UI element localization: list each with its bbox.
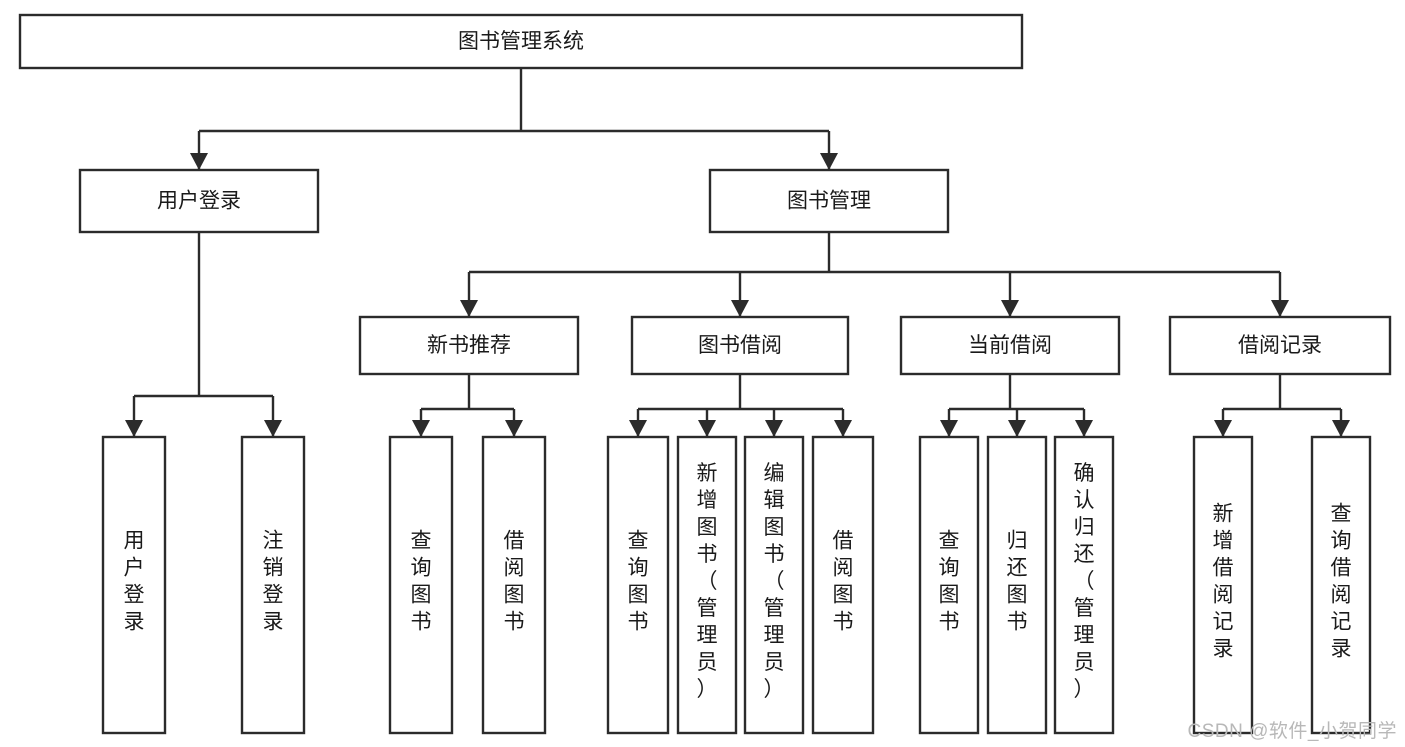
node-borrow-record-box[interactable] bbox=[1168, 315, 1392, 376]
arrow-head-icon bbox=[1214, 420, 1232, 437]
arrow-head-icon bbox=[460, 300, 478, 317]
arrow-head-icon bbox=[820, 153, 838, 170]
node-new-book-recommend-label: 新书推荐 bbox=[427, 334, 511, 357]
arrow-head-icon bbox=[505, 420, 523, 437]
node-leaf-query-book-1-box[interactable] bbox=[388, 435, 454, 735]
arrow-head-icon bbox=[264, 420, 282, 437]
arrow-head-icon bbox=[1332, 420, 1350, 437]
connector-group bbox=[940, 374, 1093, 437]
node-leaf-query-book-2-box[interactable] bbox=[606, 435, 670, 735]
node-leaf-query-book-1-label: 查询图书 bbox=[411, 530, 432, 634]
node-leaf-confirm-return[interactable]: 确认归还（管理员） bbox=[1053, 435, 1115, 735]
node-leaf-query-book-2-label: 查询图书 bbox=[628, 530, 649, 634]
node-user-login-label: 用户登录 bbox=[157, 190, 241, 213]
arrow-head-icon bbox=[731, 300, 749, 317]
arrow-head-icon bbox=[698, 420, 716, 437]
node-book-borrow[interactable]: 图书借阅 bbox=[630, 315, 850, 376]
connector-group bbox=[460, 232, 1289, 317]
node-leaf-borrow-book-1-box[interactable] bbox=[481, 435, 547, 735]
node-current-borrow[interactable]: 当前借阅 bbox=[899, 315, 1121, 376]
node-leaf-add-record[interactable]: 新增借阅记录 bbox=[1192, 435, 1254, 735]
watermark-label: CSDN @软件_小贺同学 bbox=[1187, 721, 1397, 742]
node-book-management-box[interactable] bbox=[708, 168, 950, 234]
node-leaf-add-book[interactable]: 新增图书（管理员） bbox=[676, 435, 738, 735]
arrow-head-icon bbox=[629, 420, 647, 437]
node-leaf-return-book[interactable]: 归还图书 bbox=[986, 435, 1048, 735]
node-leaf-user-logout-box[interactable] bbox=[240, 435, 306, 735]
node-leaf-borrow-book-2[interactable]: 借阅图书 bbox=[811, 435, 875, 735]
node-borrow-record[interactable]: 借阅记录 bbox=[1168, 315, 1392, 376]
node-leaf-query-record-box[interactable] bbox=[1310, 435, 1372, 735]
connector-group bbox=[190, 68, 838, 170]
node-book-borrow-label: 图书借阅 bbox=[698, 334, 782, 357]
node-leaf-edit-book[interactable]: 编辑图书（管理员） bbox=[743, 435, 805, 735]
node-borrow-record-label: 借阅记录 bbox=[1238, 334, 1322, 357]
node-leaf-confirm-return-label: 确认归还（管理员） bbox=[1074, 462, 1095, 701]
arrow-head-icon bbox=[834, 420, 852, 437]
node-leaf-return-book-label: 归还图书 bbox=[1007, 530, 1028, 634]
node-leaf-user-login-box[interactable] bbox=[101, 435, 167, 735]
node-leaf-return-book-box[interactable] bbox=[986, 435, 1048, 735]
connector-group bbox=[1214, 374, 1350, 437]
node-new-book-recommend-box[interactable] bbox=[358, 315, 580, 376]
arrow-head-icon bbox=[1008, 420, 1026, 437]
node-leaf-query-record[interactable]: 查询借阅记录 bbox=[1310, 435, 1372, 735]
node-book-borrow-box[interactable] bbox=[630, 315, 850, 376]
node-current-borrow-box[interactable] bbox=[899, 315, 1121, 376]
node-leaf-borrow-book-2-box[interactable] bbox=[811, 435, 875, 735]
connector-group bbox=[125, 232, 282, 437]
node-leaf-user-logout-label: 注销登录 bbox=[263, 530, 284, 634]
node-leaf-edit-book-box[interactable] bbox=[743, 435, 805, 735]
node-leaf-query-book-1[interactable]: 查询图书 bbox=[388, 435, 454, 735]
arrow-head-icon bbox=[940, 420, 958, 437]
arrow-head-icon bbox=[412, 420, 430, 437]
node-leaf-query-book-3[interactable]: 查询图书 bbox=[918, 435, 980, 735]
connector-group bbox=[629, 374, 852, 437]
arrow-head-icon bbox=[765, 420, 783, 437]
node-current-borrow-label: 当前借阅 bbox=[968, 334, 1052, 357]
arrow-head-icon bbox=[1075, 420, 1093, 437]
connector-group bbox=[412, 374, 523, 437]
arrow-head-icon bbox=[190, 153, 208, 170]
connector-layer bbox=[125, 68, 1350, 437]
node-root-box[interactable] bbox=[18, 13, 1024, 70]
node-leaf-user-login[interactable]: 用户登录 bbox=[101, 435, 167, 735]
node-leaf-add-book-box[interactable] bbox=[676, 435, 738, 735]
node-book-management[interactable]: 图书管理 bbox=[708, 168, 950, 234]
node-leaf-add-record-label: 新增借阅记录 bbox=[1213, 503, 1234, 661]
node-leaf-add-record-box[interactable] bbox=[1192, 435, 1254, 735]
node-leaf-user-logout[interactable]: 注销登录 bbox=[240, 435, 306, 735]
node-leaf-edit-book-label: 编辑图书（管理员） bbox=[764, 462, 785, 701]
arrow-head-icon bbox=[1001, 300, 1019, 317]
node-leaf-borrow-book-2-label: 借阅图书 bbox=[833, 530, 854, 634]
node-layer: 图书管理系统用户登录图书管理新书推荐图书借阅当前借阅借阅记录用户登录注销登录查询… bbox=[18, 13, 1392, 735]
node-leaf-query-book-3-label: 查询图书 bbox=[939, 530, 960, 634]
node-leaf-borrow-book-1[interactable]: 借阅图书 bbox=[481, 435, 547, 735]
node-leaf-add-book-label: 新增图书（管理员） bbox=[697, 462, 718, 701]
node-user-login-box[interactable] bbox=[78, 168, 320, 234]
node-leaf-query-book-3-box[interactable] bbox=[918, 435, 980, 735]
node-leaf-query-record-label: 查询借阅记录 bbox=[1331, 503, 1352, 661]
arrow-head-icon bbox=[125, 420, 143, 437]
node-root-label: 图书管理系统 bbox=[458, 30, 584, 53]
node-leaf-confirm-return-box[interactable] bbox=[1053, 435, 1115, 735]
arrow-head-icon bbox=[1271, 300, 1289, 317]
node-root[interactable]: 图书管理系统 bbox=[18, 13, 1024, 70]
node-leaf-user-login-label: 用户登录 bbox=[124, 530, 145, 634]
node-user-login[interactable]: 用户登录 bbox=[78, 168, 320, 234]
node-leaf-query-book-2[interactable]: 查询图书 bbox=[606, 435, 670, 735]
node-book-management-label: 图书管理 bbox=[787, 190, 871, 213]
node-leaf-borrow-book-1-label: 借阅图书 bbox=[504, 530, 525, 634]
node-new-book-recommend[interactable]: 新书推荐 bbox=[358, 315, 580, 376]
